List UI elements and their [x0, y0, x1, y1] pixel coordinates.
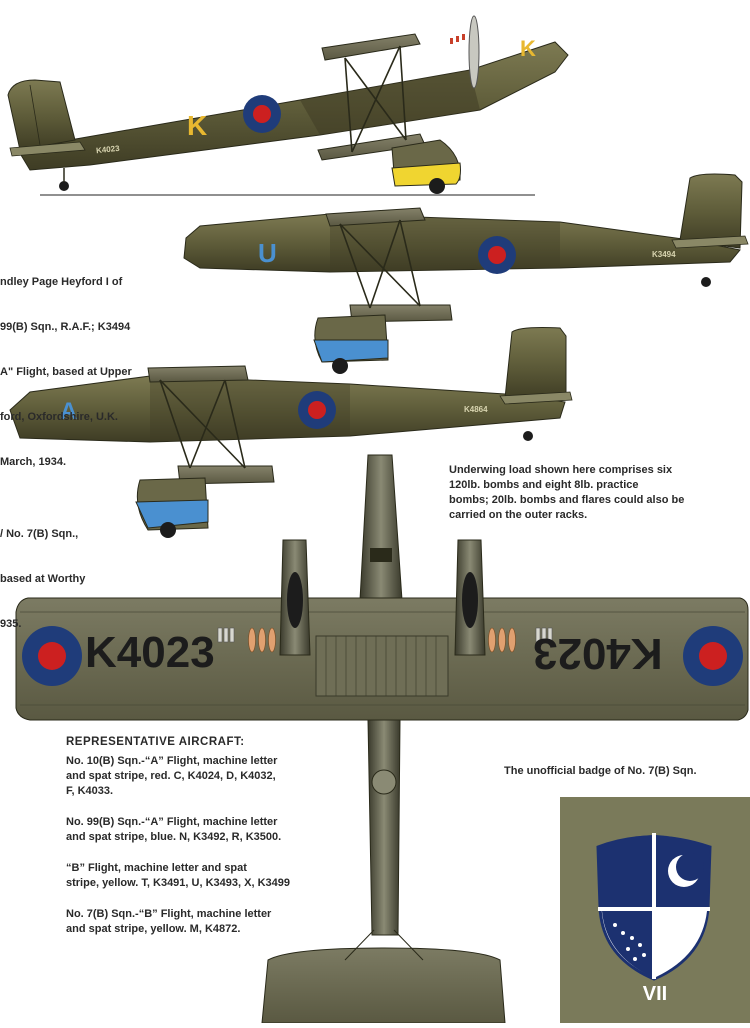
aircraft-3-serial: K4864 — [464, 405, 488, 414]
representative-entry: “B” Flight, machine letter and spat stri… — [66, 861, 356, 891]
wing-serial-left: K4023 — [85, 628, 215, 677]
aircraft-3-letter: A — [60, 398, 78, 425]
wing-serial-right: K4023 — [533, 629, 663, 678]
entry-line: No. 7(B) Sqn.-“B” Flight, machine letter — [66, 908, 272, 920]
aircraft-2-side-view — [183, 173, 749, 374]
caption-line: Underwing load shown here comprises six — [449, 464, 673, 476]
caption-line: carried on the outer racks. — [449, 509, 588, 521]
entry-line: No. 10(B) Sqn.-“A” Flight, machine lette… — [66, 755, 278, 767]
squadron-badge-panel: VII — [560, 797, 750, 1023]
representative-heading: REPRESENTATIVE AIRCRAFT: — [66, 736, 245, 748]
caption-line: based at Worthy — [0, 573, 86, 585]
caption-line: 99(B) Sqn., R.A.F.; K3494 — [0, 321, 131, 333]
aircraft-3-side-view — [9, 327, 573, 538]
caption-line: ford, Oxfordshire, U.K. — [0, 411, 118, 423]
badge-caption: The unofficial badge of No. 7(B) Sqn. — [504, 765, 697, 777]
aircraft-2-letter: U — [258, 238, 277, 268]
representative-aircraft: REPRESENTATIVE AIRCRAFT: No. 10(B) Sqn.-… — [66, 735, 356, 953]
representative-entry: No. 99(B) Sqn.-“A” Flight, machine lette… — [66, 815, 356, 845]
sqn7-caption: / No. 7(B) Sqn., based at Worthy 935. — [0, 497, 85, 662]
entry-line: “B” Flight, machine letter and spat — [66, 862, 247, 874]
squadron-badge-shield-icon — [596, 833, 712, 981]
aircraft-plan-view — [15, 454, 749, 1023]
entry-line: F, K4033. — [66, 785, 114, 797]
entry-line: No. 99(B) Sqn.-“A” Flight, machine lette… — [66, 816, 278, 828]
aircraft-1-letter: K — [187, 110, 208, 141]
representative-entry: No. 7(B) Sqn.-“B” Flight, machine letter… — [66, 907, 356, 937]
entry-line: and spat stripe, yellow. M, K4872. — [66, 923, 241, 935]
entry-line: stripe, yellow. T, K3491, U, K3493, X, K… — [66, 877, 290, 889]
entry-line: and spat stripe, blue. N, K3492, R, K350… — [66, 831, 282, 843]
badge-numeral: VII — [642, 983, 668, 1005]
representative-entry: No. 10(B) Sqn.-“A” Flight, machine lette… — [66, 754, 356, 799]
caption-line: A" Flight, based at Upper — [0, 366, 132, 378]
caption-line: 935. — [0, 618, 22, 630]
caption-line: March, 1934. — [0, 456, 67, 468]
caption-line: 120lb. bombs and eight 8lb. practice — [449, 479, 639, 491]
aircraft-1-nose-letter: K — [520, 36, 536, 61]
entry-line: and spat stripe, red. C, K4024, D, K4032… — [66, 770, 276, 782]
heyford-caption: ndley Page Heyford I of 99(B) Sqn., R.A.… — [0, 245, 132, 500]
aircraft-1-side-view — [7, 15, 569, 196]
caption-line: / No. 7(B) Sqn., — [0, 528, 79, 540]
underwing-load-caption: Underwing load shown here comprises six … — [449, 463, 749, 523]
aircraft-2-serial: K3494 — [652, 250, 676, 259]
caption-line: bombs; 20lb. bombs and flares could also… — [449, 494, 685, 506]
caption-line: ndley Page Heyford I of — [0, 276, 123, 288]
